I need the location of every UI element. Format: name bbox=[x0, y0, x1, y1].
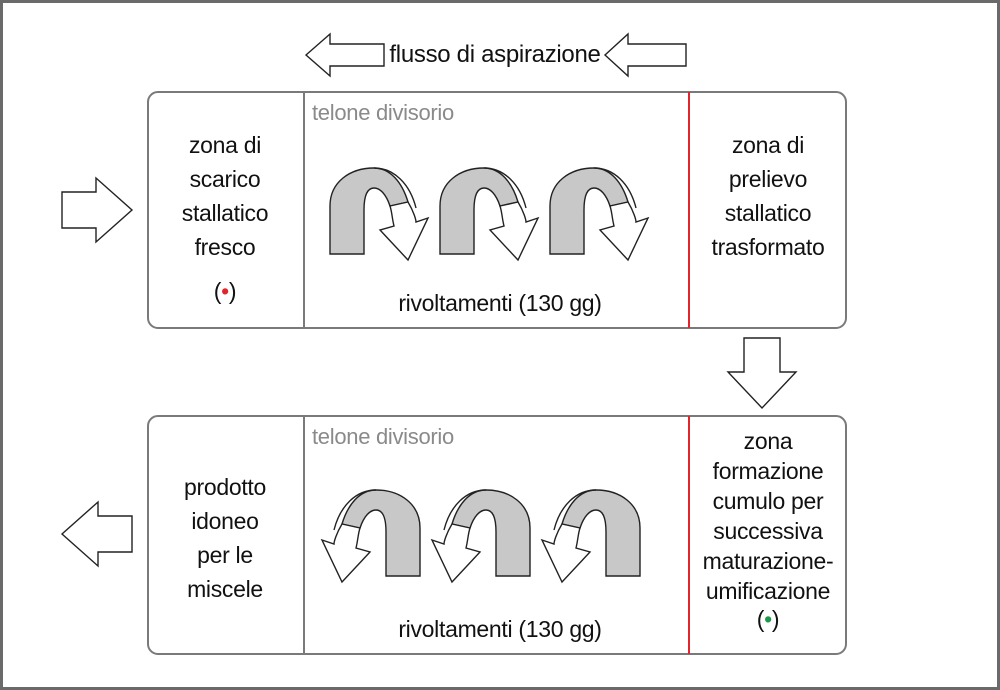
down-arrow bbox=[726, 337, 798, 410]
text-line: miscele bbox=[187, 576, 263, 602]
flow-arrow-right bbox=[603, 32, 687, 78]
top-divider-label: telone divisorio bbox=[312, 100, 454, 125]
text-line: prodotto bbox=[184, 474, 266, 500]
top-box bbox=[147, 91, 847, 329]
red-dot-marker: (•) bbox=[213, 278, 237, 304]
text-line: scarico bbox=[189, 166, 261, 192]
text-line: idoneo bbox=[191, 508, 259, 534]
flow-label: flusso di aspirazione bbox=[389, 41, 601, 68]
text-line: prelievo bbox=[728, 166, 808, 192]
text-line: cumulo per bbox=[712, 488, 824, 514]
bottom-left-zone-label: prodotto idoneo per le miscele bbox=[160, 470, 290, 606]
bottom-turning-label: rivoltamenti (130 gg) bbox=[398, 616, 602, 642]
green-dot: • bbox=[764, 606, 772, 632]
text-line: zona di bbox=[188, 132, 262, 158]
flow-arrow-left bbox=[304, 32, 385, 78]
text-line: stallatico bbox=[724, 200, 812, 226]
text-line: fresco bbox=[194, 234, 256, 260]
top-right-zone-label: zona di prelievo stallatico trasformato bbox=[696, 128, 840, 264]
text-line: per le bbox=[197, 542, 253, 568]
text-line: formazione bbox=[712, 458, 824, 484]
text-line: successiva bbox=[713, 518, 823, 544]
green-dot-marker: (•) bbox=[756, 606, 780, 632]
output-arrow bbox=[60, 500, 133, 568]
input-arrow bbox=[61, 176, 134, 244]
text-line: zona di bbox=[731, 132, 805, 158]
top-left-zone-label: zona di scarico stallatico fresco bbox=[160, 128, 290, 264]
top-turning-label: rivoltamenti (130 gg) bbox=[398, 290, 602, 316]
bottom-right-zone-label: zona formazione cumulo per successiva ma… bbox=[694, 426, 842, 606]
text-line: maturazione- bbox=[702, 548, 834, 574]
bottom-divider-label: telone divisorio bbox=[312, 424, 454, 449]
red-dot: • bbox=[221, 278, 229, 304]
text-line: stallatico bbox=[181, 200, 269, 226]
text-line: trasformato bbox=[711, 234, 825, 260]
text-line: zona bbox=[743, 428, 793, 454]
text-line: umificazione bbox=[705, 578, 831, 604]
